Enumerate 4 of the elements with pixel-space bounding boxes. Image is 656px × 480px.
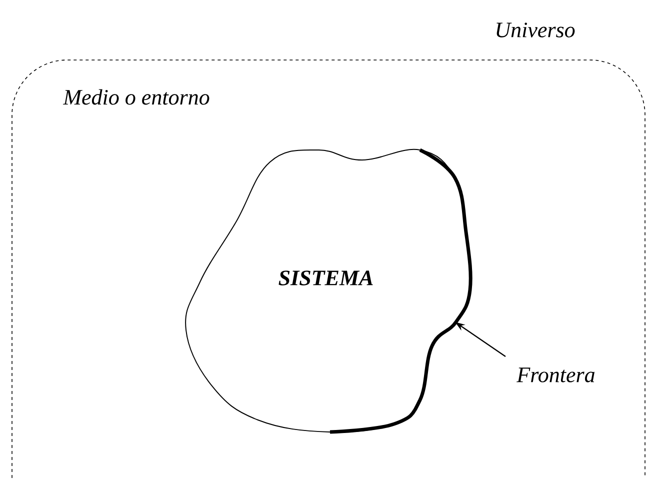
callout-label: Frontera <box>516 368 594 382</box>
system-label: SISTEMA <box>278 270 373 286</box>
label: Medio o entorno <box>62 89 210 105</box>
universe-label: Universo <box>496 22 575 38</box>
